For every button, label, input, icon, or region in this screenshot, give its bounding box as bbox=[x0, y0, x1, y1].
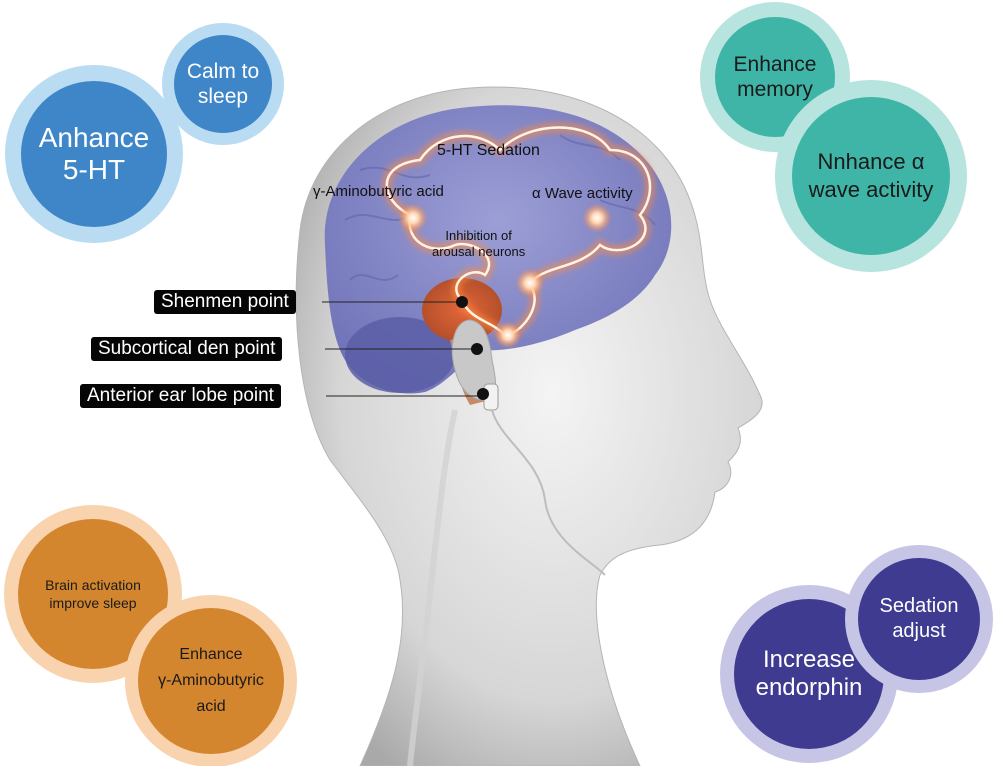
label-gaba: γ-Aminobutyric acid bbox=[313, 183, 444, 200]
bubble-increase-endorphin-text: Increase endorphin bbox=[755, 646, 863, 701]
bubble-sedation-adjust: Sedation adjust bbox=[858, 558, 980, 680]
bubble-enhance-memory-text: Enhance memory bbox=[733, 53, 817, 101]
bubble-enhance-gaba-text: Enhance γ-Aminobutyric acid bbox=[158, 646, 264, 715]
bubble-brain-activation-outer: Brain activation improve sleep bbox=[4, 505, 182, 683]
bubble-calm-to-sleep-outer: Calm to sleep bbox=[162, 23, 284, 145]
glow-spot bbox=[494, 321, 522, 349]
neck-cable bbox=[407, 409, 458, 766]
subcortical-marker bbox=[471, 343, 483, 355]
bubble-enhance-gaba: Enhance γ-Aminobutyric acid bbox=[138, 608, 284, 754]
bubble-enhance-alpha-outer: Nnhance α wave activity bbox=[775, 80, 967, 272]
glow-spot bbox=[398, 203, 428, 233]
bubble-calm-to-sleep-text: Calm to sleep bbox=[186, 60, 260, 108]
cerebellum bbox=[345, 317, 455, 393]
ear-cable bbox=[491, 409, 606, 576]
bubble-enhance-memory-outer: Enhance memory bbox=[700, 2, 850, 152]
bubble-sedation-adjust-outer: Sedation adjust bbox=[845, 545, 993, 693]
bubble-brain-activation-text: Brain activation improve sleep bbox=[45, 577, 141, 611]
label-5ht-sedation: 5-HT Sedation bbox=[437, 142, 540, 159]
glow-spot bbox=[582, 203, 612, 233]
label-alpha-wave: α Wave activity bbox=[532, 185, 633, 202]
bubble-enhance-alpha-text: Nnhance α wave activity bbox=[808, 149, 934, 202]
bubble-anhance-5ht-text: Anhance 5-HT bbox=[38, 122, 150, 185]
shenmen-marker bbox=[456, 296, 468, 308]
ear-lobe-marker bbox=[477, 388, 489, 400]
bubble-sedation-adjust-text: Sedation adjust bbox=[879, 595, 959, 642]
glow-spot bbox=[515, 268, 545, 298]
bubble-calm-to-sleep: Calm to sleep bbox=[174, 35, 272, 133]
tag-shenmen-point: Shenmen point bbox=[154, 290, 296, 314]
bubble-anhance-5ht: Anhance 5-HT bbox=[21, 81, 167, 227]
label-inhibition: Inhibition of arousal neurons bbox=[432, 228, 526, 259]
bubble-enhance-gaba-outer: Enhance γ-Aminobutyric acid bbox=[125, 595, 297, 766]
tag-subcortical-point: Subcortical den point bbox=[91, 337, 283, 361]
bubble-anhance-5ht-outer: Anhance 5-HT bbox=[5, 65, 183, 243]
bubble-enhance-alpha: Nnhance α wave activity bbox=[792, 97, 950, 255]
glow-pathway bbox=[381, 122, 655, 341]
tag-ear-lobe-point: Anterior ear lobe point bbox=[80, 384, 281, 408]
